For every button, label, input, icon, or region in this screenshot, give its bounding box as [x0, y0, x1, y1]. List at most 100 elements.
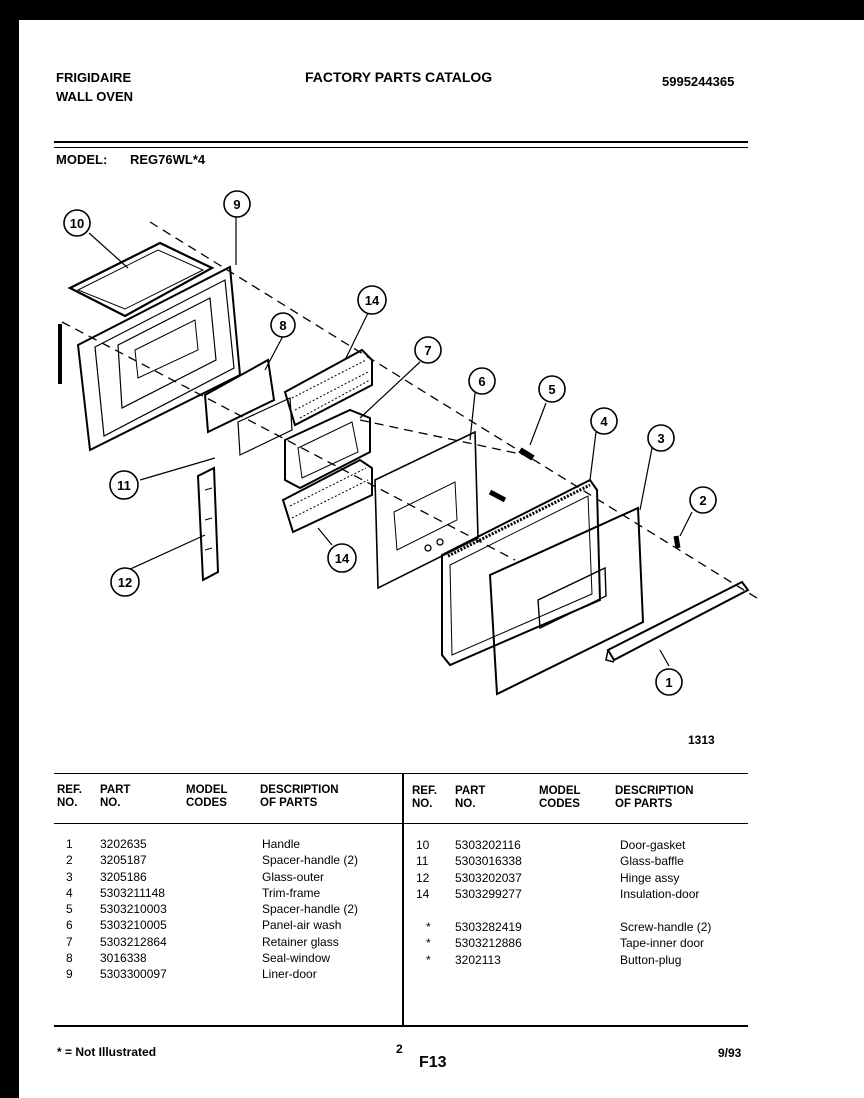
- svg-text:1: 1: [665, 675, 672, 690]
- table-cell-desc: Glass-outer: [262, 869, 325, 884]
- svg-text:4: 4: [600, 414, 608, 429]
- table-cell-ref: 12: [416, 870, 430, 885]
- table-cell-desc: Handle: [262, 837, 301, 851]
- panel-air-wash-part: [374, 430, 479, 590]
- table-cell-desc: Insulation-door: [620, 886, 700, 901]
- insulation-door-part: [281, 458, 373, 534]
- header-ref: REF.NO.: [412, 785, 437, 810]
- spacer-handle-part: [518, 447, 535, 461]
- right-desc-column: Door-gasket Glass-baffle Hinge assy Insu…: [620, 837, 699, 902]
- table-cell-ref: 5: [66, 902, 73, 917]
- callout-1: 1: [655, 668, 683, 696]
- exploded-parts-diagram: 10 9 8 14 7 6 5 4 3 2 1 14 11 12: [58, 190, 761, 696]
- assembly-axis-line: [149, 221, 761, 601]
- hinge-assembly-part: [196, 466, 220, 582]
- table-cell-desc: Glass-baffle: [620, 854, 684, 869]
- callout-12: 12: [110, 567, 140, 597]
- section-code: F13: [419, 1054, 447, 1071]
- table-cell-desc: Tape-inner door: [620, 936, 705, 951]
- table-top-rule: [54, 773, 748, 774]
- callout-14: 14: [327, 543, 357, 573]
- left-part-column: 3202635 3205187 3205186 5303211148 53032…: [100, 836, 167, 983]
- header-rule-top: [54, 141, 748, 143]
- table-cell-part: 5303211148: [100, 885, 165, 900]
- glass-baffle-part: [237, 397, 293, 456]
- svg-text:7: 7: [424, 343, 431, 358]
- svg-text:10: 10: [70, 216, 84, 231]
- table-cell-part: 5303210003: [100, 902, 167, 917]
- table-cell-part: 3016338: [100, 951, 147, 966]
- callout-8: 8: [270, 312, 296, 338]
- catalog-number: 5995244365: [662, 74, 735, 89]
- table-cell-desc: Door-gasket: [620, 838, 686, 852]
- table-cell-ref: *: [426, 936, 431, 951]
- table-cell-ref: 1: [66, 837, 73, 851]
- table-cell-part: 5303300097: [100, 967, 167, 982]
- callout-14: 14: [357, 285, 387, 315]
- table-cell-part: 3205187: [100, 853, 147, 868]
- table-cell-ref: 7: [66, 934, 73, 949]
- glass-outer-part: [488, 506, 645, 696]
- table-cell-part: 5303202037: [455, 870, 522, 885]
- model-value: REG76WL*4: [130, 152, 206, 167]
- insulation-door-part: [283, 348, 373, 427]
- retainer-glass-part: [284, 408, 371, 490]
- table-cell-desc: Panel-air wash: [262, 918, 342, 933]
- table-divider: [402, 773, 404, 1026]
- table-cell-desc: Seal-window: [262, 951, 331, 966]
- callout-3: 3: [647, 424, 675, 452]
- spacer-handle-part: [488, 489, 507, 503]
- table-cell-desc: Spacer-handle (2): [262, 853, 359, 868]
- svg-text:3: 3: [657, 431, 664, 446]
- right-desc-column: Screw-handle (2) Tape-inner door Button-…: [620, 919, 711, 968]
- table-cell-ref: 11: [416, 854, 429, 869]
- svg-text:14: 14: [335, 551, 350, 566]
- trim-frame-part: [441, 478, 602, 667]
- table-cell-ref: *: [426, 920, 431, 934]
- callout-10: 10: [63, 209, 91, 237]
- table-header-rule: [54, 823, 748, 824]
- callout-2: 2: [689, 486, 717, 514]
- revision-date: 9/93: [718, 1046, 742, 1060]
- svg-text:5: 5: [548, 382, 555, 397]
- right-ref-column: 10 11 12 14: [416, 837, 429, 902]
- table-cell-desc: Spacer-handle (2): [262, 902, 359, 917]
- assembly-axis-line: [61, 321, 516, 561]
- callout-7: 7: [414, 336, 442, 364]
- svg-text:11: 11: [117, 478, 131, 493]
- callout-11: 11: [109, 470, 139, 500]
- table-cell-part: 3202113: [455, 952, 501, 967]
- table-cell-part: 5303282419: [455, 920, 522, 934]
- svg-text:8: 8: [279, 318, 286, 333]
- table-cell-ref: 4: [66, 885, 73, 900]
- svg-text:12: 12: [118, 575, 132, 590]
- table-cell-part: 5303016338: [455, 854, 522, 869]
- callout-4: 4: [590, 407, 618, 435]
- callout-9: 9: [223, 190, 251, 218]
- header-ref: REF.NO.: [57, 784, 82, 809]
- table-cell-part: 3202635: [100, 837, 147, 851]
- product-name: WALL OVEN: [56, 89, 134, 104]
- table-cell-ref: 10: [416, 838, 430, 852]
- table-cell-ref: 9: [66, 967, 73, 982]
- right-part-column: 5303202116 5303016338 5303202037 5303299…: [455, 837, 522, 902]
- svg-text:14: 14: [365, 293, 380, 308]
- door-gasket-part: [58, 241, 215, 384]
- svg-text:2: 2: [699, 493, 706, 508]
- table-bottom-rule: [54, 1025, 748, 1027]
- table-cell-ref: 2: [66, 853, 73, 868]
- table-cell-part: 5303210005: [100, 918, 167, 933]
- footnote: * = Not Illustrated: [57, 1045, 157, 1059]
- table-cell-desc: Trim-frame: [262, 885, 321, 900]
- catalog-title: FACTORY PARTS CATALOG: [305, 69, 493, 85]
- assembly-axis-line: [359, 419, 526, 456]
- callout-5: 5: [538, 375, 566, 403]
- left-desc-column: Handle Spacer-handle (2) Glass-outer Tri…: [262, 836, 358, 983]
- seal-window-part: [203, 358, 276, 434]
- table-cell-part: 5303212886: [455, 936, 522, 951]
- liner-door-part: [76, 265, 242, 452]
